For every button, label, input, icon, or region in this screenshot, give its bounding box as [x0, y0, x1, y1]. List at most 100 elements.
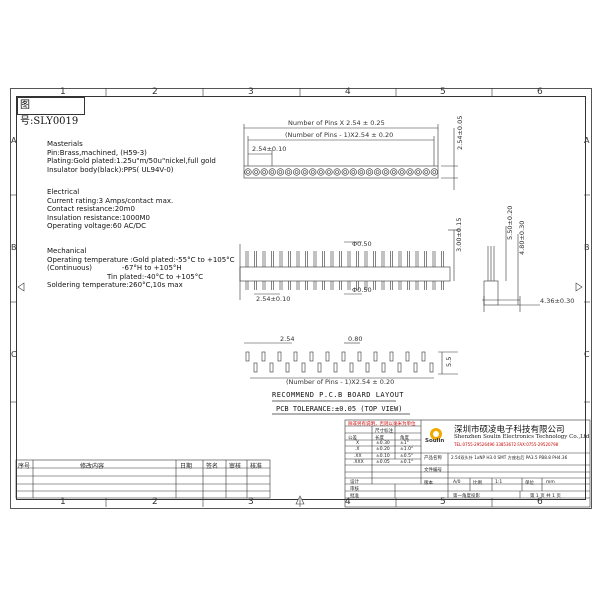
rev-col: 审核 [229, 463, 242, 470]
electrical-block: Electrical Current rating:3 Amps/contact… [47, 188, 173, 231]
pcb-pad [349, 362, 354, 373]
top-pin-outer [414, 168, 422, 176]
tb-approve: 批准 [350, 494, 359, 499]
pcb-pad [309, 351, 314, 362]
rev-col: 签名 [206, 463, 219, 470]
top-pin-inner [408, 170, 412, 174]
top-pin-inner [400, 170, 404, 174]
electrical-heading: Electrical [47, 188, 80, 196]
pcb-pad [381, 362, 386, 373]
tb-tol-col: 公差 [348, 436, 357, 441]
grid-row-c: C [11, 350, 17, 359]
pcb-pad [341, 351, 346, 362]
top-pin-inner [246, 170, 250, 174]
tb-version-label: 版本 [424, 481, 433, 486]
pcb-pad [333, 362, 338, 373]
company-contact: TEL:0755-29526496 33853672 FAX:0755-2952… [454, 442, 559, 447]
tb-tol-val: ±0.10 [376, 454, 390, 459]
dim-pcb-pad-len: 5.5 [445, 357, 453, 367]
top-pin-outer [398, 168, 406, 176]
grid-col-2: 2 [152, 87, 158, 97]
revision-block [15, 459, 271, 499]
pcb-pad [277, 351, 282, 362]
top-pin-outer [390, 168, 398, 176]
tb-note: 除非另有说明，否则以毫米为单位 [348, 422, 416, 427]
tb-tol-x: X [356, 441, 360, 446]
grid-row-b: B [11, 243, 17, 252]
top-view-body [243, 165, 439, 179]
pcb-pad [429, 362, 434, 373]
tb-projection: 第一角度投影 [453, 494, 480, 499]
top-pin-inner [375, 170, 380, 174]
tb-review: 审核 [350, 487, 359, 492]
top-pin-inner [254, 170, 258, 174]
dim-side-dia-bottom: Φ0.50 [352, 286, 372, 294]
grid-col-4: 4 [345, 87, 351, 97]
dim-end-height-total: 5.50±0.20 [506, 206, 514, 240]
rev-col: 修改内容 [80, 463, 105, 470]
pcb-pad [389, 351, 394, 362]
dim-top-pitch: 2.54±0.10 [252, 145, 286, 153]
top-pin-inner [294, 170, 299, 174]
top-pin-outer [357, 168, 366, 176]
top-pin-outer [276, 168, 285, 176]
dim-pcb-pitch-total: (Number of Pins - 1)X2.54 ± 0.20 [286, 378, 394, 386]
top-pin-inner [424, 170, 429, 174]
tb-tol-header: 尺寸标注 [375, 429, 393, 434]
materials-line: Plating:Gold plated:1.25u"m/50u"nickel,f… [47, 157, 216, 166]
top-pin-outer [293, 168, 301, 176]
tb-drawing-label: 文件编号 [424, 468, 442, 473]
grid-col-2-bottom: 2 [152, 497, 158, 507]
pcb-pad [421, 351, 426, 362]
outer-frame [10, 88, 592, 509]
pcb-pad [357, 351, 362, 362]
pcb-pad [293, 351, 298, 362]
dim-side-pitch: 2.54±0.10 [256, 295, 290, 303]
grid-col-3: 3 [248, 87, 254, 97]
top-pin-outer [333, 168, 341, 176]
mechanical-block: Mechanical Operating temperature :Gold p… [47, 247, 235, 290]
dim-side-height: 3.00±0.15 [455, 218, 463, 252]
top-pin-inner [391, 170, 396, 174]
top-pin-inner [310, 170, 315, 174]
top-pin-inner [278, 170, 283, 174]
electrical-line: Current rating:3 Amps/contact max. [47, 196, 174, 205]
pcb-pad [317, 362, 322, 373]
top-pin-outer [244, 168, 252, 176]
electrical-line: Contact resistance:20m0 [47, 205, 135, 214]
top-pin-inner [270, 170, 275, 174]
tb-tol-col: 长度 [375, 436, 384, 441]
tb-ratio-value: 1:1 [495, 480, 503, 485]
tb-tol-col: 角度 [400, 436, 409, 441]
pcb-pad [373, 351, 378, 362]
top-pin-outer [301, 168, 309, 176]
top-pin-inner [416, 170, 420, 174]
border-arrow-left [17, 282, 25, 292]
electrical-line: Insulation resistance:1000M0 [47, 213, 151, 222]
top-pin-inner [343, 170, 348, 174]
tb-page: 第 1 页 共 1 页 [530, 494, 561, 499]
pcb-pad [269, 362, 274, 373]
mechanical-line: Operating temperature :Gold plated:-55°C… [47, 255, 235, 264]
grid-row-a: A [11, 136, 17, 145]
grid-col-6: 6 [537, 87, 543, 97]
dim-side-dia-top: Φ0.50 [352, 240, 372, 248]
top-pin-outer [309, 168, 317, 176]
tb-unit-value: mm [546, 480, 555, 485]
dim-top-height: 2.54±0.05 [456, 116, 464, 150]
tb-tol-ang: ±0.5° [400, 454, 414, 459]
title-block [344, 419, 591, 508]
dim-pcb-pad: 0.80 [348, 335, 362, 343]
grid-row-a-right: A [584, 136, 590, 145]
mechanical-range: -67°H to +105°H [122, 264, 182, 273]
pcb-pads [245, 351, 434, 373]
materials-heading: Masterials [47, 140, 83, 148]
top-pin-outer [430, 168, 438, 176]
grid-col-5-bottom: 5 [440, 497, 446, 507]
top-view-pins [244, 168, 438, 176]
pcb-tolerance: PCB TOLERANCE:±0.05 (TOP VIEW) [276, 405, 403, 413]
tb-ratio-label: 比例 [473, 481, 482, 486]
tb-design: 设计 [350, 480, 359, 485]
